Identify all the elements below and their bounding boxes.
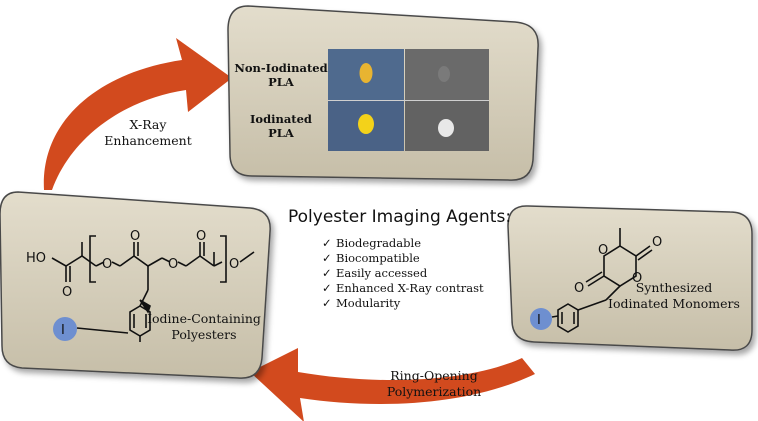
check-icon: ✓ (322, 236, 332, 250)
right-card-caption-line2: Iodinated Monomers (608, 296, 740, 311)
iodine-circle-right (530, 308, 552, 330)
monomer-o-ring-bottom: O (632, 271, 642, 286)
label-non-iodinated-line1: Non-Iodinated (234, 61, 328, 75)
check-icon: ✓ (322, 266, 332, 280)
o-label-3: O (168, 257, 178, 272)
left-chem-labels: HO O O O O O O (26, 229, 239, 300)
right-card-shape (507, 205, 753, 351)
monomer-structure (557, 228, 653, 333)
right-card-caption: Synthesized Iodinated Monomers (608, 280, 740, 312)
left-card-caption-line2: Polyesters (171, 327, 237, 342)
iodine-label-left: I (61, 323, 65, 338)
feature-text: Enhanced X-Ray contrast (336, 281, 484, 295)
monomer-o-carbonyl-right: O (652, 235, 662, 250)
feature-text: Easily accessed (336, 266, 428, 280)
lower-arrow-body (250, 348, 535, 421)
lower-arrow (250, 348, 535, 421)
check-icon: ✓ (322, 296, 332, 310)
label-iodinated-line1: Iodinated (250, 112, 312, 126)
feature-item: ✓ Modularity (322, 296, 484, 311)
monomer-o-carbonyl-left: O (574, 281, 584, 296)
feature-list: ✓ Biodegradable ✓ Biocompatible ✓ Easily ac… (322, 236, 484, 311)
iodine-circle-left (53, 317, 77, 341)
right-chem-labels: O O O O (574, 235, 662, 296)
upper-arrow-body (43, 38, 232, 190)
feature-text: Biodegradable (336, 236, 421, 250)
o-label-2: O (130, 229, 140, 244)
upper-arrow-label-line1: X-Ray (129, 117, 167, 132)
feature-item: ✓ Biodegradable (322, 236, 484, 251)
right-iodine: I (530, 308, 559, 330)
sample-photo-grid (328, 49, 489, 151)
label-iodinated: Iodinated PLA (250, 112, 312, 140)
o-label-carbonyl: O (62, 285, 72, 300)
iodine-label-right: I (537, 313, 541, 328)
sample-nonio-photo (359, 63, 373, 83)
label-iodinated-line2: PLA (268, 126, 294, 140)
sample-nonio-xray (438, 66, 450, 82)
upper-arrow-label: X-Ray Enhancement (104, 117, 191, 149)
upper-arrow (43, 38, 232, 190)
o-label-5: O (229, 257, 239, 272)
check-icon: ✓ (322, 281, 332, 295)
left-card-caption: Iodine-Containing Polyesters (147, 311, 261, 343)
feature-item: ✓ Easily accessed (322, 266, 484, 281)
upper-arrow-label-line2: Enhancement (104, 133, 192, 148)
left-iodine: I (53, 317, 129, 341)
label-non-iodinated-line2: PLA (268, 75, 294, 89)
lower-arrow-label-line2: Polymerization (386, 384, 482, 399)
o-label-1: O (102, 257, 112, 272)
right-card-caption-line1: Synthesized (635, 280, 713, 295)
sample-io-photo (358, 114, 374, 134)
check-icon: ✓ (322, 251, 332, 265)
right-card (507, 205, 753, 351)
monomer-o-ring-top: O (598, 243, 608, 258)
lower-arrow-label: Ring-Opening Polymerization (387, 368, 481, 400)
left-card (0, 191, 271, 379)
center-heading: Polyester Imaging Agents: (288, 207, 512, 227)
left-card-caption-line1: Iodine-Containing (147, 311, 261, 326)
label-non-iodinated: Non-Iodinated PLA (234, 61, 327, 89)
feature-item: ✓ Enhanced X-Ray contrast (322, 281, 484, 296)
feature-text: Biocompatible (336, 251, 420, 265)
sample-io-xray (438, 119, 454, 137)
ho-label: HO (26, 251, 46, 266)
o-label-4: O (196, 229, 206, 244)
lower-arrow-label-line1: Ring-Opening (390, 368, 478, 383)
feature-text: Modularity (336, 296, 401, 310)
feature-item: ✓ Biocompatible (322, 251, 484, 266)
left-card-shape (0, 191, 271, 379)
polyester-structure (51, 235, 255, 342)
